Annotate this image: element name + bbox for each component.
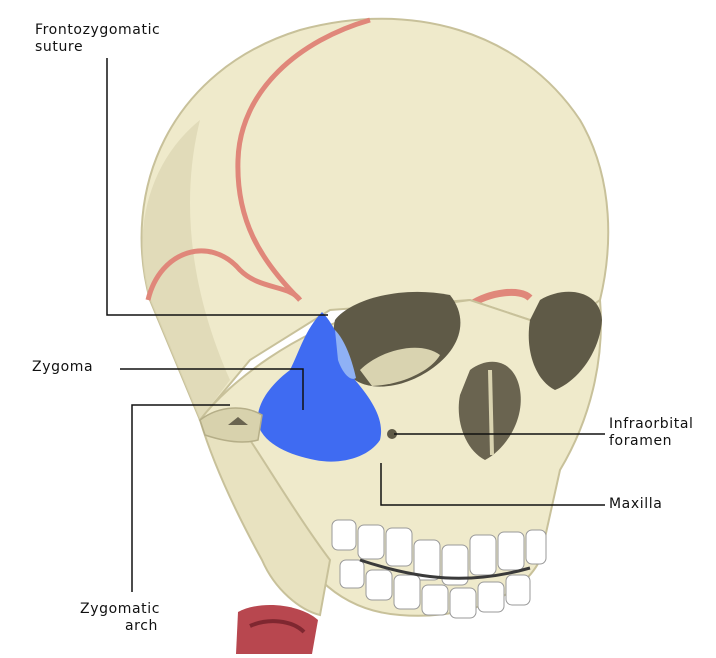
frontozygomatic-suture-label: Frontozygomatic suture: [35, 22, 160, 56]
nasal-septum: [490, 370, 492, 455]
zygomatic-arch-line2: arch: [80, 618, 160, 635]
zygomatic-arch-label: Zygomatic arch: [80, 601, 160, 635]
infraorbital-line2: foramen: [609, 433, 694, 450]
maxilla-label: Maxilla: [609, 496, 662, 513]
infraorbital-foramen-label: Infraorbital foramen: [609, 416, 694, 450]
zygoma-label: Zygoma: [32, 359, 93, 376]
zygomatic-arch-line1: Zygomatic: [80, 601, 160, 618]
neck-vertebrae: [236, 605, 318, 654]
infraorbital-line1: Infraorbital: [609, 416, 694, 433]
frontozygomatic-line2: suture: [35, 39, 160, 56]
frontozygomatic-line1: Frontozygomatic: [35, 22, 160, 39]
